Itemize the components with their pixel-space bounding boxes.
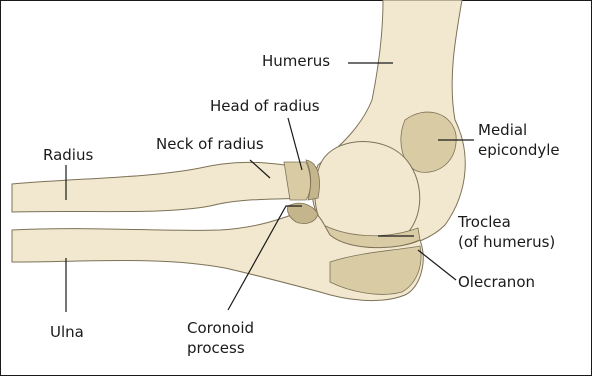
label-head-of-radius: Head of radius [210,96,320,116]
medial-epicondyle-line2: epicondyle [478,140,560,160]
humerus-text: Humerus [262,52,330,70]
label-olecranon: Olecranon [458,272,535,292]
medial-epicondyle-line1: Medial [478,120,560,140]
coronoid-line1: Coronoid [187,318,254,338]
label-neck-of-radius: Neck of radius [156,134,264,154]
trochlea-line1: Troclea [458,212,555,232]
label-humerus: Humerus [262,51,330,71]
neck-of-radius-text: Neck of radius [156,135,264,153]
trochlea-line2: (of humerus) [458,232,555,252]
olecranon-text: Olecranon [458,273,535,291]
label-coronoid-process: Coronoid process [187,318,254,358]
radius-text: Radius [43,146,93,164]
coronoid-line2: process [187,338,254,358]
head-of-radius-text: Head of radius [210,97,320,115]
label-trochlea: Troclea (of humerus) [458,212,555,252]
label-ulna: Ulna [50,322,84,342]
ulna-text: Ulna [50,323,84,341]
label-radius: Radius [43,145,93,165]
leader-olecranon [418,250,456,280]
label-medial-epicondyle: Medial epicondyle [478,120,560,160]
